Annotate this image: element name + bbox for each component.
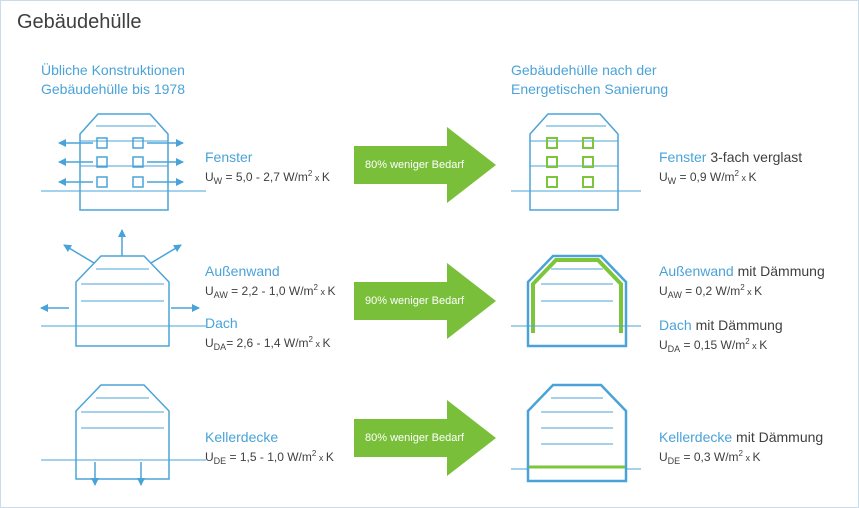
building-basement-after [526, 383, 628, 483]
label-fenster-after: Fenster 3-fach verglast [659, 149, 803, 165]
triple-glazed-windows [546, 137, 594, 188]
value-aussenwand-before: UAW = 2,2 - 1,0 W/m2 x K [205, 283, 336, 300]
heat-loss-arrows-windows [58, 139, 184, 186]
heading-before-line-2: Gebäudehülle bis 1978 [41, 81, 186, 97]
value-aussenwand-after: UAW = 0,2 W/m2 x K [659, 283, 763, 300]
label-kellerdecke-after: Kellerdecke mit Dämmung [659, 429, 824, 445]
value-fenster-after: UW = 0,9 W/m2 x K [659, 169, 757, 186]
heading-before: Übliche Konstruktionen Gebäudehülle bis … [41, 61, 185, 99]
heading-before-line-1: Übliche Konstruktionen [41, 62, 185, 78]
heading-after-line-2: Energetischen Sanierung [511, 81, 669, 97]
building-walls-after-lines [511, 268, 641, 327]
building-basement-after-lines [511, 397, 641, 470]
building-basement-before [41, 384, 206, 480]
page-title: Gebäudehülle [17, 11, 142, 33]
value-dach-before: UDA= 2,6 - 1,4 W/m2 x K [205, 335, 331, 352]
value-kellerdecke-before: UDE = 1,5 - 1,0 W/m2 x K [205, 449, 334, 466]
label-dach-before: Dach [205, 315, 238, 331]
value-kellerdecke-after: UDE = 0,3 W/m2 x K [659, 449, 761, 466]
arrow-label-2: 90% weniger Bedarf [365, 295, 465, 307]
label-fenster-before: Fenster [205, 149, 253, 165]
reduction-arrow-1 [354, 127, 496, 203]
arrow-label-3: 80% weniger Bedarf [365, 432, 465, 444]
building-walls-after [526, 254, 628, 348]
heading-after-line-1: Gebäudehülle nach der [511, 62, 657, 78]
value-fenster-before: UW = 5,0 - 2,7 W/m2 x K [205, 169, 330, 186]
heading-after: Gebäudehülle nach der Energetischen Sani… [511, 61, 668, 99]
building-walls-before [41, 255, 206, 347]
label-kellerdecke-before: Kellerdecke [205, 429, 279, 445]
building-windows-after [511, 113, 641, 211]
label-aussenwand-before: Außenwand [205, 263, 280, 279]
building-windows-before [41, 113, 206, 211]
label-aussenwand-after: Außenwand mit Dämmung [659, 263, 825, 279]
reduction-arrow-3 [354, 400, 496, 476]
reduction-arrow-2 [354, 263, 496, 339]
wall-roof-insulation [531, 258, 623, 333]
label-dach-after: Dach mit Dämmung [659, 317, 783, 333]
arrow-label-1: 80% weniger Bedarf [365, 159, 465, 171]
heat-loss-arrows-basement [91, 462, 145, 486]
value-dach-after: UDA = 0,15 W/m2 x K [659, 337, 768, 354]
heat-loss-arrows-walls [40, 229, 200, 312]
